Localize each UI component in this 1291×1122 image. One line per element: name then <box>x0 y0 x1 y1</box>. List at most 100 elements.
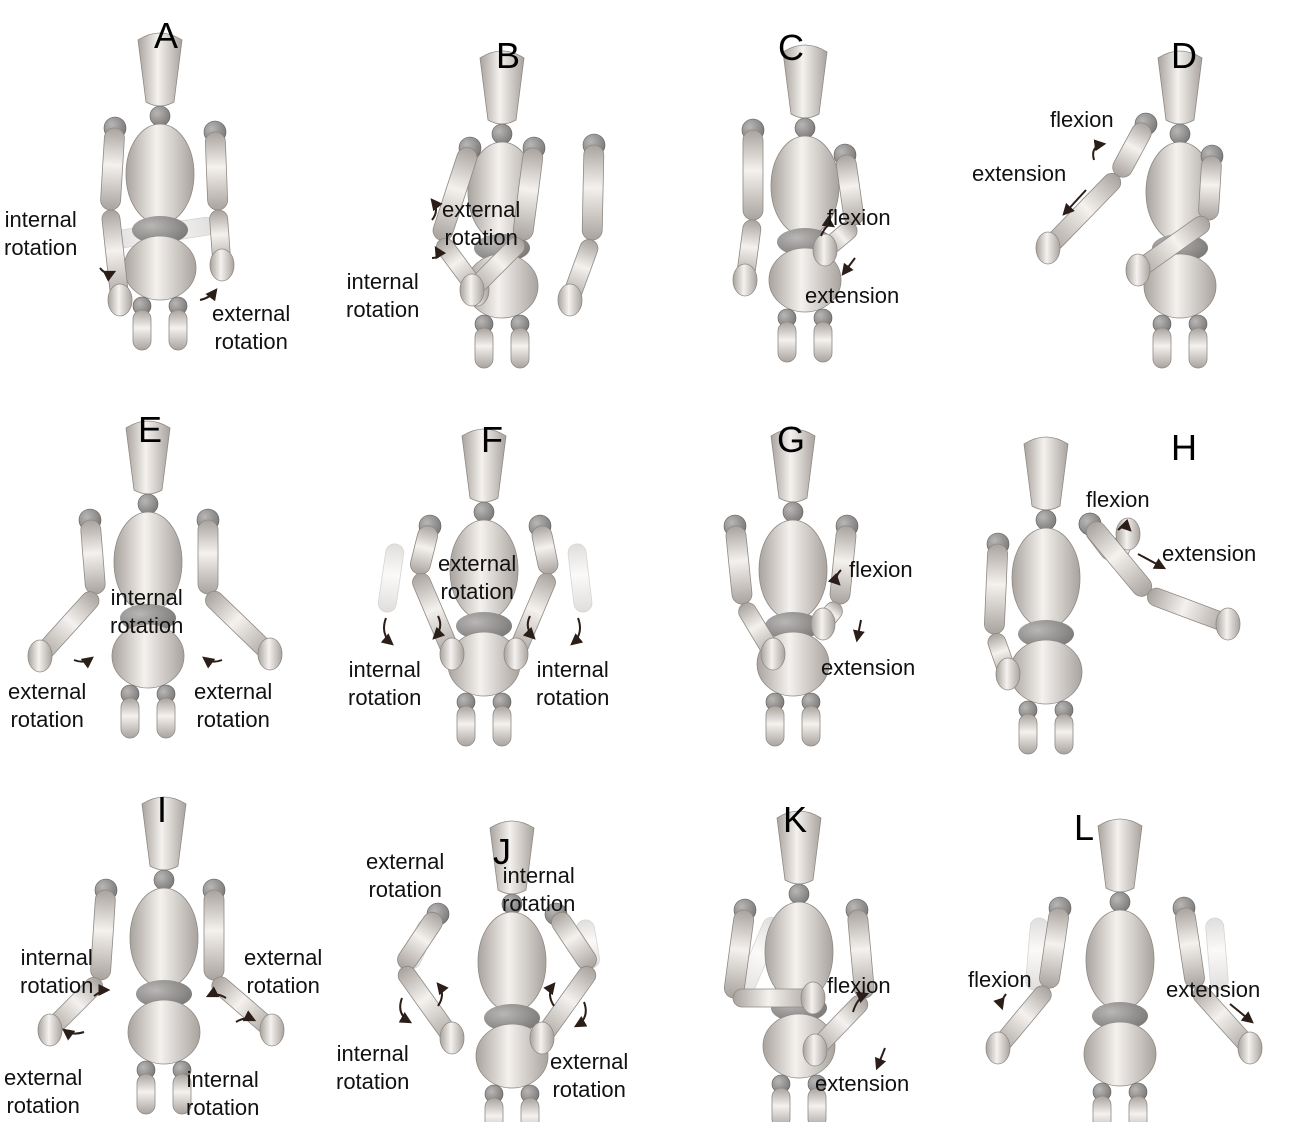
motion-label-line: internal <box>20 944 93 972</box>
motion-label: extension <box>815 1070 909 1098</box>
motion-label-line: external <box>366 848 444 876</box>
neck-joint <box>138 494 158 514</box>
motion-arrow <box>1138 554 1164 568</box>
thigh <box>1189 328 1207 368</box>
panel-letter: D <box>1154 36 1214 76</box>
chest <box>765 902 833 1002</box>
motion-label: internalrotation <box>4 206 77 262</box>
hand <box>996 658 1020 690</box>
pelvis <box>124 236 196 300</box>
upper-arm <box>725 525 753 605</box>
thigh <box>457 706 475 746</box>
hand <box>801 982 825 1014</box>
thigh <box>1153 328 1171 368</box>
upper-arm <box>530 524 560 576</box>
motion-label-line: extension <box>1166 976 1260 1004</box>
motion-label-line: rotation <box>366 876 444 904</box>
neck-joint <box>795 118 815 138</box>
thigh <box>766 706 784 746</box>
motion-label: externalrotation <box>212 300 290 356</box>
motion-label: extension <box>1166 976 1260 1004</box>
motion-label-line: rotation <box>244 972 322 1000</box>
motion-arrow <box>74 658 92 662</box>
thigh <box>133 310 151 350</box>
hand <box>733 264 757 296</box>
motion-arrow <box>438 984 442 1006</box>
chest <box>130 888 198 988</box>
motion-arrow <box>204 658 222 662</box>
motion-label-line: flexion <box>849 556 913 584</box>
motion-label: flexion <box>827 204 891 232</box>
chest <box>1086 910 1154 1010</box>
thigh <box>772 1088 790 1122</box>
motion-label: extension <box>972 160 1066 188</box>
thigh <box>169 310 187 350</box>
hand <box>38 1014 62 1046</box>
motion-arrow <box>200 290 216 300</box>
motion-label-line: internal <box>336 1040 409 1068</box>
motion-arrow <box>400 998 410 1022</box>
motion-label-line: rotation <box>346 296 419 324</box>
hand <box>28 640 52 672</box>
panel-c: Cflexionextension <box>645 0 967 374</box>
motion-label-line: rotation <box>442 224 520 252</box>
head <box>1024 437 1068 510</box>
motion-label-line: rotation <box>110 612 183 640</box>
motion-label-line: internal <box>536 656 609 684</box>
thigh <box>814 322 832 362</box>
motion-label-line: rotation <box>8 706 86 734</box>
motion-label: flexion <box>968 966 1032 994</box>
panel-l: Lflexionextension <box>968 748 1290 1122</box>
thigh <box>778 322 796 362</box>
motion-arrow <box>432 200 436 220</box>
motion-label-line: rotation <box>502 890 575 918</box>
upper-arm <box>100 127 125 210</box>
motion-label-line: internal <box>348 656 421 684</box>
motion-arrow <box>857 620 861 640</box>
hand <box>504 638 528 670</box>
neck-joint <box>783 502 803 522</box>
motion-label-line: rotation <box>336 1068 409 1096</box>
upper-arm <box>1109 119 1155 180</box>
motion-label-line: external <box>4 1064 82 1092</box>
motion-arrow <box>576 1002 586 1026</box>
chest <box>1012 528 1080 628</box>
neck-joint <box>789 884 809 904</box>
upper-arm <box>205 132 228 211</box>
chest <box>478 912 546 1012</box>
upper-arm <box>743 130 763 220</box>
hand <box>1238 1032 1262 1064</box>
motion-label-line: extension <box>821 654 915 682</box>
panel-letter: I <box>132 790 192 830</box>
motion-label: internalrotation <box>336 1040 409 1096</box>
motion-label-line: external <box>244 944 322 972</box>
thigh <box>493 706 511 746</box>
hand <box>813 234 837 266</box>
motion-label-line: rotation <box>186 1094 259 1122</box>
hand <box>558 284 582 316</box>
motion-label: extension <box>821 654 915 682</box>
motion-label: externalrotation <box>366 848 444 904</box>
motion-arrow <box>550 984 554 1006</box>
thigh <box>521 1098 539 1122</box>
motion-arrow <box>572 618 580 644</box>
mannequin-figure <box>968 748 1290 1122</box>
panel-letter: K <box>765 800 825 840</box>
motion-arrow <box>1002 994 1007 1008</box>
panel-letter: B <box>478 36 538 76</box>
motion-label: flexion <box>827 972 891 1000</box>
motion-arrow <box>64 1030 84 1034</box>
motion-label-line: rotation <box>348 684 421 712</box>
hand <box>803 1034 827 1066</box>
motion-label-line: rotation <box>550 1076 628 1104</box>
motion-label: externalrotation <box>244 944 322 1000</box>
motion-label-line: rotation <box>4 1092 82 1120</box>
chest <box>126 124 194 224</box>
motion-label: internalrotation <box>348 656 421 712</box>
motion-label: internalrotation <box>502 862 575 918</box>
motion-label-line: internal <box>4 206 77 234</box>
